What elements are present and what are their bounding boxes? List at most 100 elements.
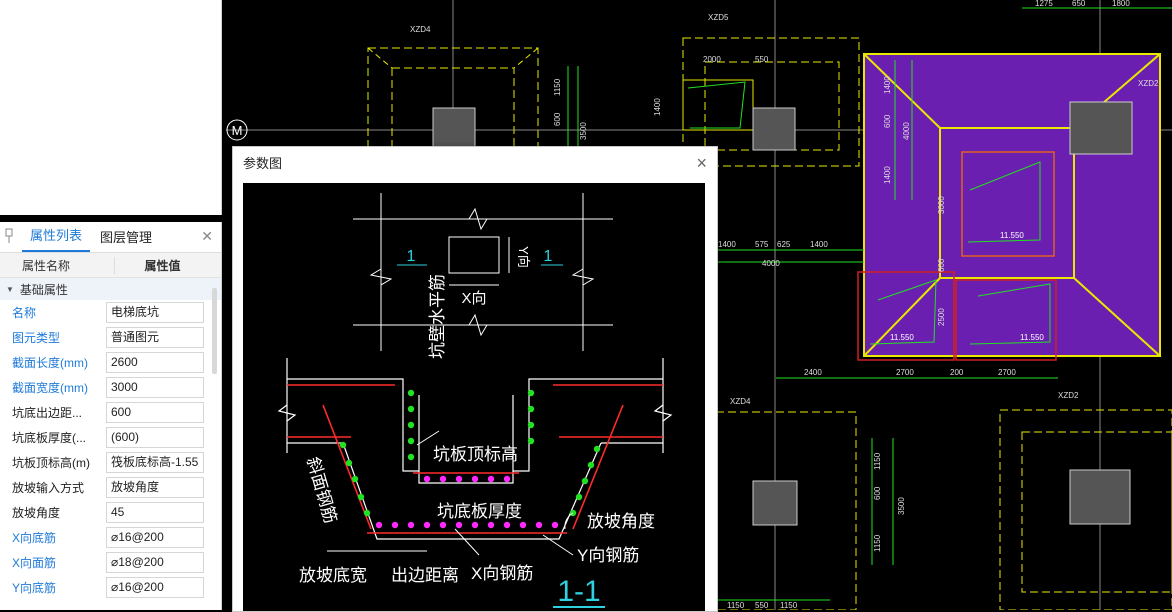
property-name: X向底筋: [12, 531, 57, 545]
property-name: 坑底板厚度(...: [12, 431, 86, 445]
close-button[interactable]: ×: [696, 153, 707, 173]
property-name: X向面筋: [12, 556, 57, 570]
selected-pit[interactable]: [857, 53, 1161, 361]
dim-text: 625: [777, 240, 791, 249]
left-blank-panel: [0, 0, 222, 215]
property-row[interactable]: 放坡角度 45: [0, 500, 221, 525]
property-value[interactable]: 2600: [106, 352, 204, 373]
dim-text: 3500: [579, 122, 588, 140]
property-name: 坑板顶标高(m): [12, 456, 90, 470]
dim-text: 1150: [553, 78, 562, 96]
property-row[interactable]: 坑板顶标高(m) 筏板底标高-1.55: [0, 450, 221, 475]
dim-text: 2700: [896, 368, 914, 377]
group-label: 基础属性: [19, 282, 68, 297]
property-name: 名称: [12, 306, 37, 320]
y-dir-label: Y向: [516, 246, 531, 268]
slope-width-label: 放坡底宽: [299, 566, 367, 585]
dim-text: 1275: [1035, 0, 1053, 8]
property-name: 截面宽度(mm): [12, 381, 88, 395]
dim-text: 3500: [897, 497, 906, 515]
dialog-title: 参数图: [243, 156, 283, 171]
property-name: 图元类型: [12, 331, 61, 345]
param-diagram: 1 1 Y向 X向: [243, 183, 705, 611]
dim-text: 2700: [998, 368, 1016, 377]
property-value[interactable]: (600): [106, 427, 204, 448]
column-tag: XZD4: [730, 397, 751, 406]
dim-text: 2000: [703, 55, 721, 64]
property-value[interactable]: 3000: [106, 377, 204, 398]
column-tag: XZD4: [410, 25, 431, 34]
property-panel: 属性列表 图层管理 ✕ 属性名称 属性值 ▼ 基础属性 名称 电梯底坑图元类型 普通…: [0, 222, 222, 610]
elevation-text: 11.550: [1000, 231, 1024, 240]
group-header[interactable]: ▼ 基础属性: [0, 278, 221, 300]
property-value[interactable]: 筏板底标高-1.55: [106, 452, 204, 473]
property-row[interactable]: 放坡输入方式 放坡角度: [0, 475, 221, 500]
angle-label: 放坡角度: [587, 512, 655, 531]
dim-text: 1800: [1112, 0, 1130, 8]
property-value[interactable]: 普通图元: [106, 327, 204, 348]
dim-text: 200: [950, 368, 964, 377]
property-value[interactable]: ⌀16@200: [106, 577, 204, 598]
dim-text: 600: [883, 114, 892, 128]
dim-text: 3000: [937, 196, 946, 214]
property-row[interactable]: Y向底筋 ⌀16@200: [0, 575, 221, 600]
dim-text: 550: [755, 55, 769, 64]
property-name: 坑底出边距...: [12, 406, 83, 420]
property-row[interactable]: 名称 电梯底坑: [0, 300, 221, 325]
property-name: 放坡输入方式: [12, 481, 85, 495]
dim-text: 1400: [883, 76, 892, 94]
property-value[interactable]: 45: [106, 502, 204, 523]
pit-outline: [715, 409, 1172, 610]
property-value[interactable]: ⌀16@200: [106, 527, 204, 548]
top-elev-label: 坑板顶标高: [433, 445, 518, 464]
x-bar-label: X向钢筋: [471, 564, 533, 583]
elevation-text: 11.550: [1020, 333, 1044, 342]
dim-text: 1150: [873, 534, 882, 552]
property-value[interactable]: 放坡角度: [106, 477, 204, 498]
property-row[interactable]: 截面长度(mm) 2600: [0, 350, 221, 375]
property-row[interactable]: X向底筋 ⌀16@200: [0, 525, 221, 550]
property-row[interactable]: 图元类型 普通图元: [0, 325, 221, 350]
property-name: 截面长度(mm): [12, 356, 88, 370]
panel-tabbar: 属性列表 图层管理 ✕: [0, 222, 221, 253]
property-row[interactable]: 坑底出边距... 600: [0, 400, 221, 425]
elevation-text: 11.550: [890, 333, 914, 342]
section-mark: 1: [407, 248, 416, 265]
col-value-header: 属性值: [114, 256, 210, 274]
axis-bubble-icon: [226, 119, 248, 141]
dim-text: 550: [755, 601, 769, 610]
table-header: 属性名称 属性值: [0, 253, 221, 278]
wall-bar-label: 坑壁水平筋: [428, 274, 447, 359]
dim-text: 1400: [810, 240, 828, 249]
property-value[interactable]: 电梯底坑: [106, 302, 204, 323]
dim-text: 575: [755, 240, 769, 249]
dim-text: 2400: [804, 368, 822, 377]
property-name: Y向底筋: [12, 581, 57, 595]
dim-text: 1400: [883, 166, 892, 184]
tab-property-list[interactable]: 属性列表: [22, 225, 91, 252]
property-name: 放坡角度: [12, 506, 61, 520]
col-name-header: 属性名称: [22, 258, 71, 273]
column-tag: XZD5: [708, 13, 729, 22]
x-dir-label: X向: [461, 290, 486, 307]
dim-text: 600: [937, 258, 946, 272]
pit-outline: [682, 37, 860, 167]
collapse-icon[interactable]: ▼: [6, 284, 14, 294]
close-icon[interactable]: ✕: [201, 228, 213, 244]
param-dialog: 参数图 × 1 1 Y向 X向: [232, 146, 718, 612]
scrollbar[interactable]: [212, 288, 217, 374]
property-row[interactable]: X向面筋 ⌀18@200: [0, 550, 221, 575]
property-value[interactable]: 600: [106, 402, 204, 423]
dim-text: 4000: [762, 259, 780, 268]
property-value[interactable]: ⌀18@200: [106, 552, 204, 573]
dim-text: 4000: [902, 122, 911, 140]
property-row[interactable]: 截面宽度(mm) 3000: [0, 375, 221, 400]
pin-icon[interactable]: [4, 228, 14, 244]
edge-dist-label: 出边距离: [391, 566, 459, 585]
tab-layer-manager[interactable]: 图层管理: [100, 230, 153, 245]
section-title: 1-1: [557, 575, 600, 608]
property-row[interactable]: 坑底板厚度(... (600): [0, 425, 221, 450]
dim-text: 600: [553, 112, 562, 126]
dim-text: 1150: [727, 601, 745, 610]
